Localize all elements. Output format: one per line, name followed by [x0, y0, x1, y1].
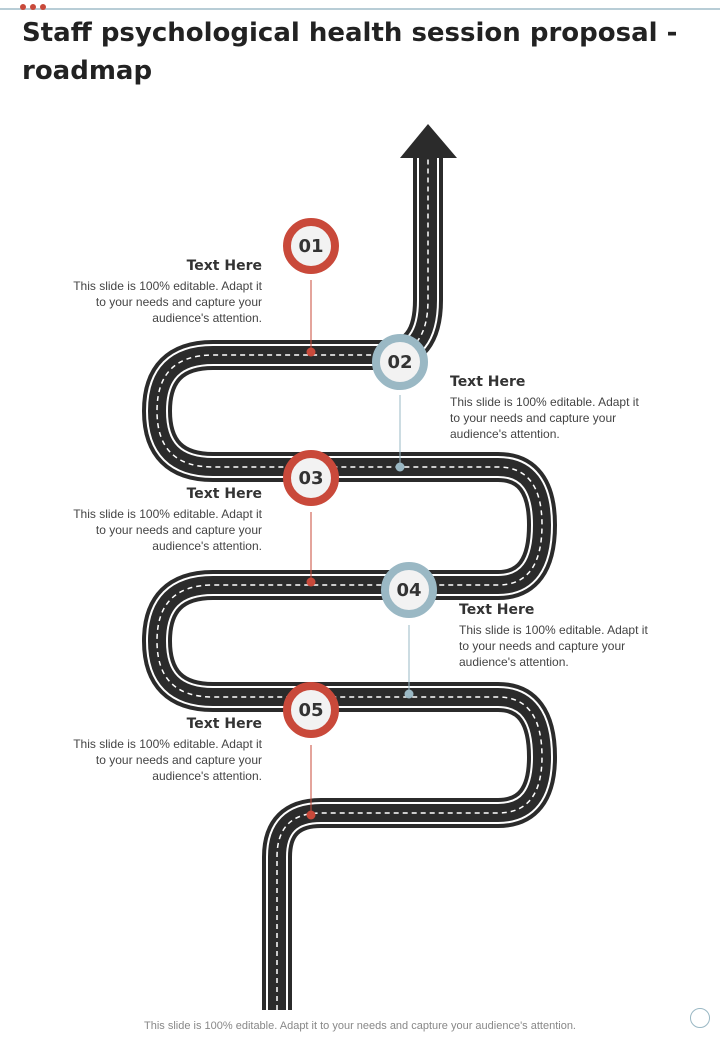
- step-02-text-block: Text Here This slide is 100% editable. A…: [450, 374, 650, 442]
- step-02-body: This slide is 100% editable. Adapt it to…: [450, 395, 639, 441]
- step-05-heading: Text Here: [186, 716, 262, 732]
- step-05-number: 05: [298, 699, 324, 721]
- step-03-number-circle: 03: [283, 450, 339, 506]
- step-03-body: This slide is 100% editable. Adapt it to…: [73, 507, 262, 553]
- step-04-number-circle: 04: [381, 562, 437, 618]
- connector-dot-02: [395, 462, 405, 472]
- road-center-dashes: [156, 150, 543, 1010]
- step-04-number: 04: [396, 579, 422, 601]
- step-02-number: 02: [387, 351, 413, 373]
- connector-dot-05: [306, 810, 316, 820]
- step-03-text-block: Text Here This slide is 100% editable. A…: [62, 486, 262, 554]
- step-01-number: 01: [298, 235, 324, 257]
- footer-note: This slide is 100% editable. Adapt it to…: [144, 1020, 576, 1032]
- decorative-dots: [20, 4, 46, 10]
- connector-dot-03: [306, 577, 316, 587]
- step-04-heading: Text Here: [459, 602, 535, 618]
- top-divider-line: [0, 8, 720, 10]
- step-01-heading: Text Here: [186, 258, 262, 274]
- step-05-body: This slide is 100% editable. Adapt it to…: [73, 737, 262, 783]
- connector-dot-04: [404, 689, 414, 699]
- step-03-number: 03: [298, 467, 324, 489]
- connector-dot-01: [306, 347, 316, 357]
- step-01-body: This slide is 100% editable. Adapt it to…: [73, 279, 262, 325]
- step-05-number-circle: 05: [283, 682, 339, 738]
- step-02-heading: Text Here: [450, 374, 526, 390]
- step-03-heading: Text Here: [186, 486, 262, 502]
- page-title: Staff psychological health session propo…: [22, 18, 678, 86]
- step-01-number-circle: 01: [283, 218, 339, 274]
- step-05-text-block: Text Here This slide is 100% editable. A…: [62, 716, 262, 784]
- step-01-text-block: Text Here This slide is 100% editable. A…: [62, 258, 262, 326]
- step-04-text-block: Text Here This slide is 100% editable. A…: [459, 602, 659, 670]
- step-04-body: This slide is 100% editable. Adapt it to…: [459, 623, 648, 669]
- step-02-number-circle: 02: [372, 334, 428, 390]
- corner-circle-icon: [690, 1008, 710, 1028]
- arrow-head-icon: [400, 124, 457, 158]
